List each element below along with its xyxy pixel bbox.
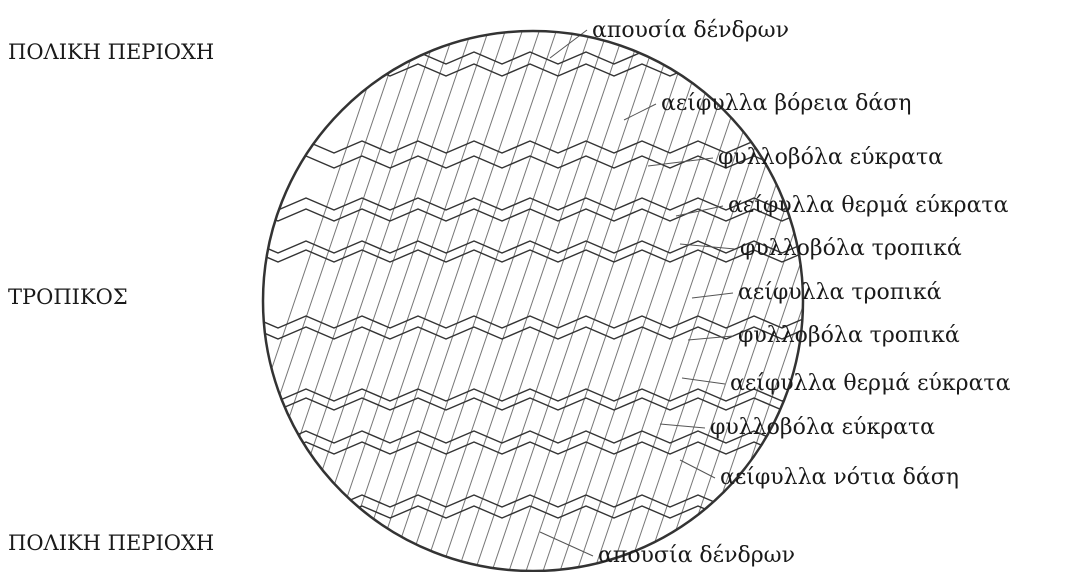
forest-label-evergreen-tropical: αείφυλλα τροπικά: [738, 280, 942, 305]
forest-label-deciduous-tropical-north: φυλλοβόλα τροπικά: [740, 236, 962, 261]
forest-label-treeless-north: απουσία δένδρων: [592, 18, 789, 43]
band-boundary: [250, 442, 810, 454]
forest-label-deciduous-temperate-south: φυλλοβόλα εύκρατα: [710, 415, 935, 440]
leader-line: [624, 104, 656, 120]
leader-line: [660, 424, 705, 428]
hatch-line: [217, 20, 407, 572]
band-boundary: [250, 241, 810, 253]
forest-label-treeless-south: απουσία δένδρων: [598, 543, 795, 568]
forest-label-warm-temperate-north: αείφυλλα θερμά εύκρατα: [728, 193, 1009, 218]
forest-label-deciduous-temperate-north: φυλλοβόλα εύκρατα: [718, 145, 943, 170]
zone-label-north-polar: ΠΟΛΙΚΗ ΠΕΡΙΟΧΗ: [8, 40, 214, 64]
leader-line: [682, 378, 725, 384]
band-boundary: [250, 209, 810, 221]
forest-label-evergreen-boreal: αείφυλλα βόρεια δάση: [661, 91, 911, 116]
hatch-line: [200, 20, 390, 572]
leader-line: [692, 293, 733, 298]
band-boundary: [250, 389, 810, 401]
leader-line: [680, 460, 715, 478]
forest-label-deciduous-tropical-south: φυλλοβόλα τροπικά: [738, 323, 960, 348]
forest-label-evergreen-southern: αείφυλλα νότια δάση: [720, 465, 959, 490]
zone-label-south-polar: ΠΟΛΙΚΗ ΠΕΡΙΟΧΗ: [8, 531, 214, 555]
band-boundary: [250, 316, 810, 328]
zone-label-tropic: ΤΡΟΠΙΚΟΣ: [8, 285, 128, 309]
band-boundary: [250, 495, 810, 507]
band-boundary: [250, 64, 810, 76]
hatch-line: [251, 20, 441, 572]
forest-label-warm-temperate-south: αείφυλλα θερμά εύκρατα: [730, 371, 1011, 396]
